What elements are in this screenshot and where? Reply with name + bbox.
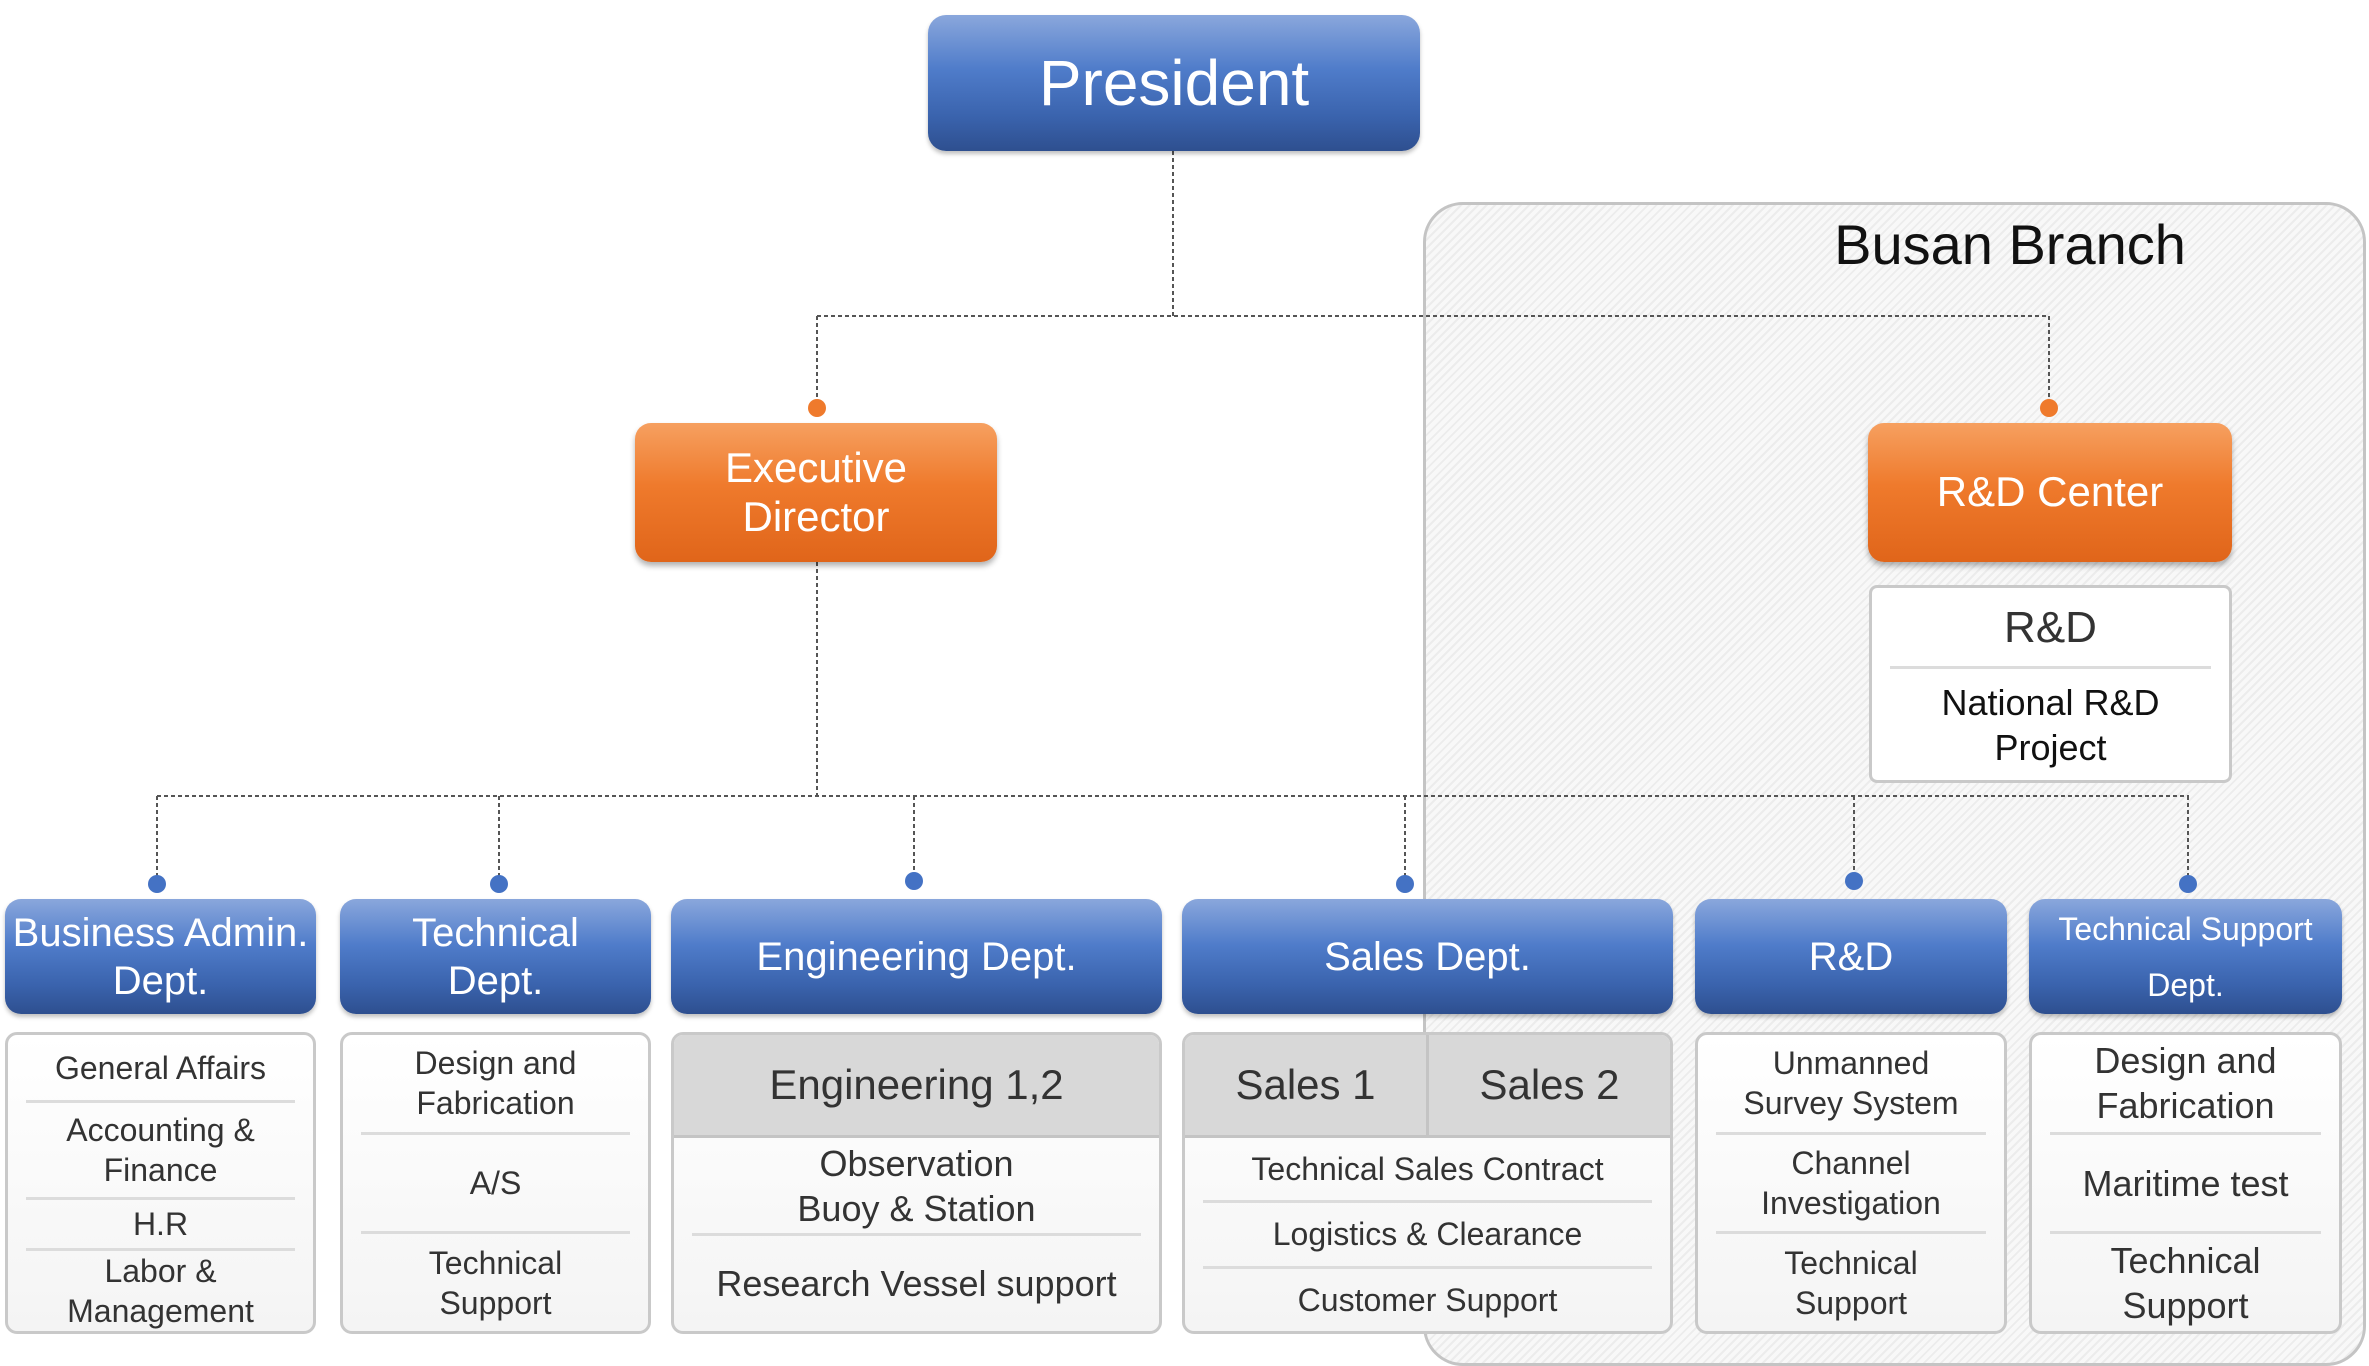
group-sales-2: Sales 2: [1429, 1035, 1670, 1138]
connector-dot: [148, 875, 166, 893]
dept-item: General Affairs: [54, 1049, 267, 1086]
dept-item: Research Vessel support: [692, 1233, 1141, 1331]
rd-center-item: R&D: [2004, 602, 2097, 652]
dept-item: Channel Investigation: [1716, 1131, 1986, 1232]
dept-sales-box: Sales 1 Sales 2 Technical Sales Contract…: [1182, 1032, 1673, 1334]
connector-dot: [490, 875, 508, 893]
dept-item: Design and Fabrication: [2094, 1040, 2277, 1127]
connector-dot: [905, 872, 923, 890]
dept-rd: R&D: [1695, 899, 2007, 1014]
connector-dot: [2179, 875, 2197, 893]
dept-item: Observation Buoy & Station: [797, 1142, 1036, 1229]
dept-item: Logistics & Clearance: [1203, 1200, 1652, 1265]
dept-business-admin-box: General Affairs Accounting & Finance H.R…: [5, 1032, 316, 1334]
dept-item: Unmanned Survey System: [1743, 1045, 1959, 1122]
dept-item: Labor & Management: [26, 1248, 295, 1331]
connector-dot: [808, 399, 826, 417]
dept-item: Technical Sales Contract: [1251, 1151, 1604, 1188]
rd-center-box: R&D National R&D Project: [1869, 585, 2232, 783]
connector-president: [816, 151, 2050, 400]
president-node: President: [928, 15, 1420, 151]
dept-item: Technical Support: [361, 1231, 630, 1331]
dept-technical-support-box: Design and Fabrication Maritime test Tec…: [2029, 1032, 2342, 1334]
dept-item: A/S: [361, 1131, 630, 1232]
group-engineering-1-2: Engineering 1,2: [674, 1035, 1159, 1138]
dept-engineering-box: Engineering 1,2 Observation Buoy & Stati…: [671, 1032, 1162, 1334]
dept-item: Maritime test: [2050, 1131, 2321, 1232]
dept-item: Accounting & Finance: [26, 1100, 295, 1197]
dept-item: Technical Support: [1716, 1231, 1986, 1331]
connector-executive: [156, 562, 2189, 876]
dept-engineering: Engineering Dept.: [671, 899, 1162, 1014]
dept-technical: Technical Dept.: [340, 899, 651, 1014]
executive-director-node: Executive Director: [635, 423, 997, 562]
connector-dot: [2040, 399, 2058, 417]
group-sales-1: Sales 1: [1185, 1035, 1429, 1138]
rd-center-node: R&D Center: [1868, 423, 2232, 562]
connector-dot: [1396, 875, 1414, 893]
connector-dot: [1845, 872, 1863, 890]
dept-item: H.R: [26, 1197, 295, 1248]
busan-branch-title: Busan Branch: [1834, 213, 2186, 276]
dept-item: Customer Support: [1203, 1265, 1652, 1331]
dept-item: Technical Support: [2050, 1231, 2321, 1331]
dept-business-admin: Business Admin. Dept.: [5, 899, 316, 1014]
rd-center-item: National R&D Project: [1890, 666, 2211, 780]
dept-technical-box: Design and Fabrication A/S Technical Sup…: [340, 1032, 651, 1334]
dept-item: Design and Fabrication: [414, 1045, 577, 1122]
dept-rd-box: Unmanned Survey System Channel Investiga…: [1695, 1032, 2007, 1334]
dept-sales: Sales Dept.: [1182, 899, 1673, 1014]
dept-technical-support: Technical Support Dept.: [2029, 899, 2342, 1014]
